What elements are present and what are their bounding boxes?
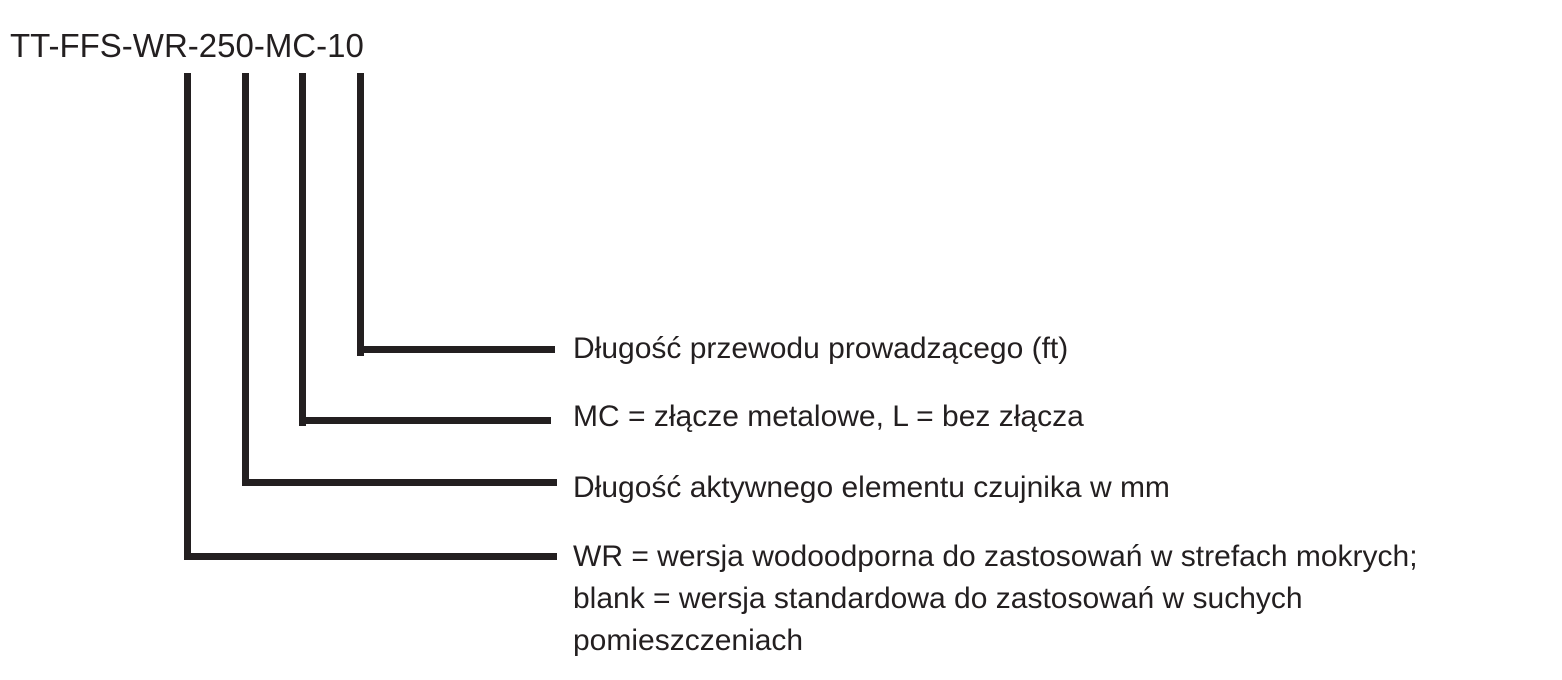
- label-lead-length: Długość przewodu prowadzącego (ft): [573, 332, 1069, 365]
- label-connector: MC = złącze metalowe, L = bez złącza: [573, 400, 1084, 433]
- connector-line-sensor-length-h: [242, 479, 557, 486]
- label-sensor-length: Długość aktywnego elementu czujnika w mm: [573, 471, 1170, 504]
- connector-line-version-h: [184, 553, 557, 560]
- connector-line-lead-length: [357, 73, 364, 356]
- label-version-line-2: blank = wersja standardowa do zastosowań…: [573, 582, 1303, 615]
- connector-line-connector: [299, 73, 306, 426]
- part-code: TT-FFS-WR-250-MC-10: [10, 27, 364, 64]
- label-version-line-3: pomieszczeniach: [573, 624, 804, 657]
- connector-line-connector-h: [299, 417, 551, 424]
- connector-line-lead-length-h: [357, 346, 555, 353]
- label-version-line-1: WR = wersja wodoodporna do zastosowań w …: [573, 540, 1418, 573]
- connector-line-version: [184, 73, 191, 560]
- connector-line-sensor-length: [242, 73, 249, 486]
